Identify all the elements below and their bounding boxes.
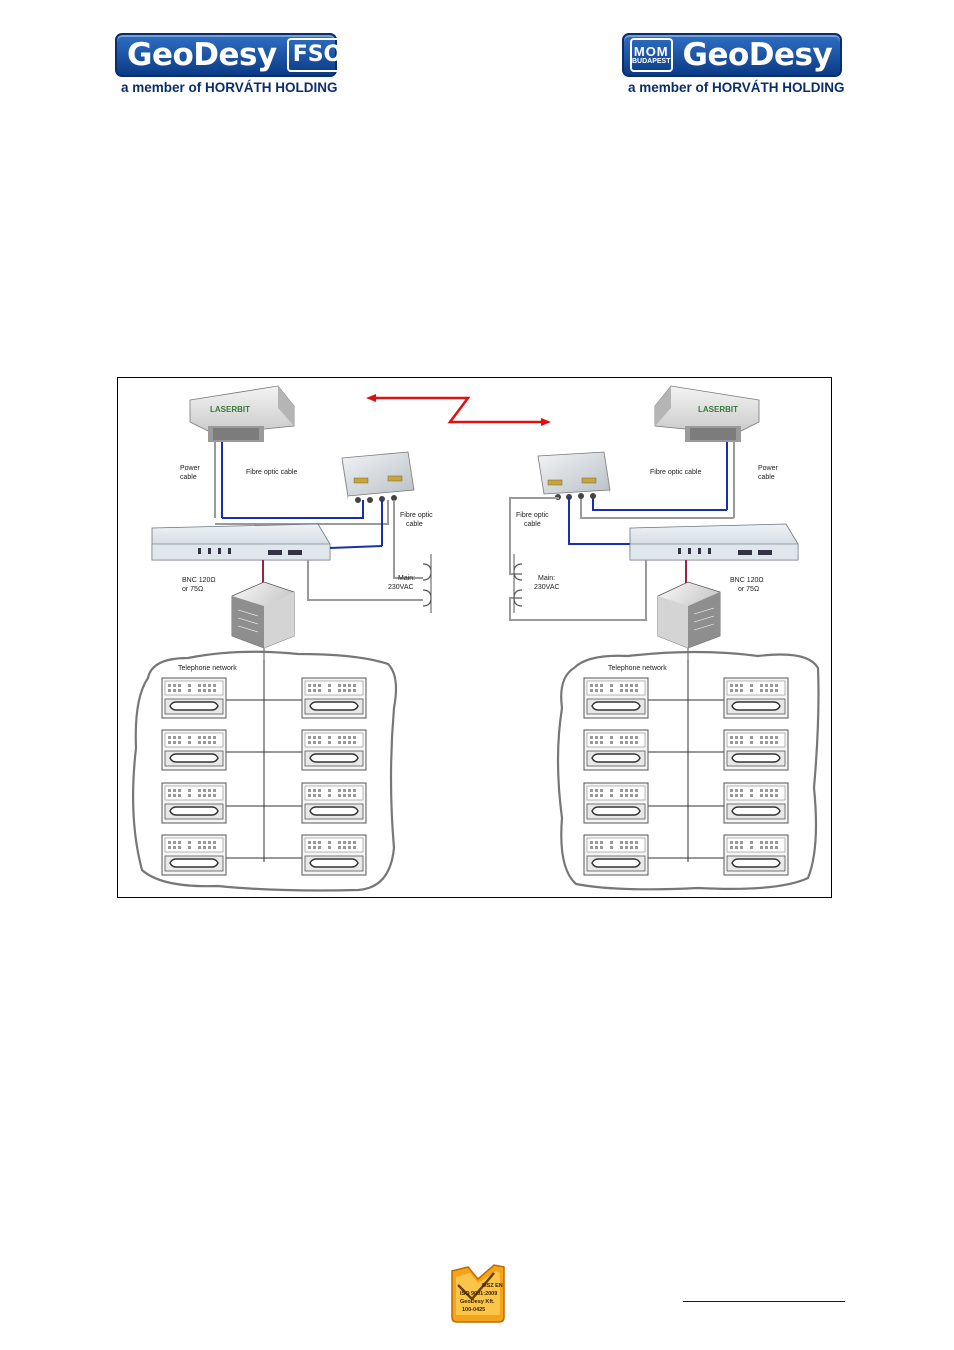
fso-label: FSO (286, 38, 349, 72)
telephone (301, 834, 367, 876)
right-rack-device (629, 523, 799, 561)
iso-badge-line-3: GeoDesy Kft. (460, 1299, 495, 1305)
fibre-optic-label-2a: Fibre optic (516, 512, 549, 519)
left-site: LASERBIT Power cable Fibre optic cable F… (132, 385, 433, 892)
telephone (583, 782, 649, 824)
telephone (161, 729, 227, 771)
mom-geodesy-logo: MOM BUDAPEST GeoDesy a member of HORVÁTH… (622, 33, 845, 95)
telephone (723, 729, 789, 771)
iso-badge-line-2: ISO 9001:2009 (460, 1291, 497, 1297)
geodesy-fso-logo: GeoDesy FSO a member of HORVÁTH HOLDING (115, 33, 349, 95)
mains-label-1: Main: (398, 575, 415, 582)
telephone (301, 782, 367, 824)
mom-geodesy-badge: MOM BUDAPEST GeoDesy (622, 33, 842, 77)
mains-label-2: 230VAC (388, 584, 414, 591)
network-diagram-svg: LASERBIT Power cable Fibre optic cable F… (132, 385, 820, 892)
telephone (301, 677, 367, 719)
bnc-label-2: or 75Ω (182, 586, 203, 593)
telephone (723, 677, 789, 719)
member-tagline: a member of HORVÁTH HOLDING (628, 80, 845, 95)
brand-name: GeoDesy (127, 37, 277, 73)
website-link-underline (683, 1301, 845, 1302)
telephone-network-label: Telephone network (608, 665, 667, 672)
mains-label-2: 230VAC (534, 584, 560, 591)
network-diagram: LASERBIT Power cable Fibre optic cable F… (117, 377, 832, 898)
mains-label-1: Main: (538, 575, 555, 582)
telephone (583, 834, 649, 876)
left-junction-box (341, 451, 415, 503)
telephone (723, 834, 789, 876)
left-laser-head: LASERBIT (189, 385, 295, 442)
telephone (723, 782, 789, 824)
mom-budapest-emblem: MOM BUDAPEST (630, 38, 673, 72)
left-pbx-cube (231, 581, 295, 649)
bnc-label-1: BNC 120Ω (730, 577, 764, 584)
laserbit-label: LASERBIT (698, 405, 738, 414)
fibre-optic-label-2b: cable (406, 521, 423, 528)
telephone (583, 729, 649, 771)
right-junction-box (537, 451, 611, 500)
fibre-optic-label: Fibre optic cable (246, 469, 297, 476)
laserbit-label: LASERBIT (210, 405, 250, 414)
power-cable-label-1: Power (758, 465, 779, 472)
power-cable-label-2: cable (758, 474, 775, 481)
bnc-label-2: or 75Ω (738, 586, 759, 593)
telephone-network-label: Telephone network (178, 665, 237, 672)
fibre-optic-label-2a: Fibre optic (400, 512, 433, 519)
right-site: LASERBIT Power cable Fibre optic cable F… (509, 385, 820, 891)
fibre-optic-label-2b: cable (524, 521, 541, 528)
telephone (161, 677, 227, 719)
power-cable-label-1: Power (180, 465, 201, 472)
member-tagline: a member of HORVÁTH HOLDING (121, 80, 338, 95)
right-telephone-network-outline (556, 650, 820, 891)
right-pbx-cube (657, 581, 721, 649)
left-rack-device (151, 523, 331, 561)
iso-certification-badge: MSZ EN ISO 9001:2009 GeoDesy Kft. 100-04… (451, 1264, 505, 1323)
iso-badge-line-4: 100-0425 (462, 1307, 485, 1313)
bnc-label-1: BNC 120Ω (182, 577, 216, 584)
telephone (301, 729, 367, 771)
right-laser-head: LASERBIT (654, 385, 760, 442)
brand-name: GeoDesy (682, 37, 833, 73)
telephone (583, 677, 649, 719)
geodesy-fso-badge: GeoDesy FSO (115, 33, 349, 77)
iso-badge-line-1: MSZ EN (482, 1283, 503, 1289)
left-telephone-network-outline (132, 650, 398, 892)
fibre-optic-label: Fibre optic cable (650, 469, 701, 476)
mom-label: MOM (633, 43, 669, 59)
power-cable-label-2: cable (180, 474, 197, 481)
telephone (161, 782, 227, 824)
laser-link (366, 394, 551, 426)
telephone (161, 834, 227, 876)
budapest-label: BUDAPEST (632, 57, 671, 65)
